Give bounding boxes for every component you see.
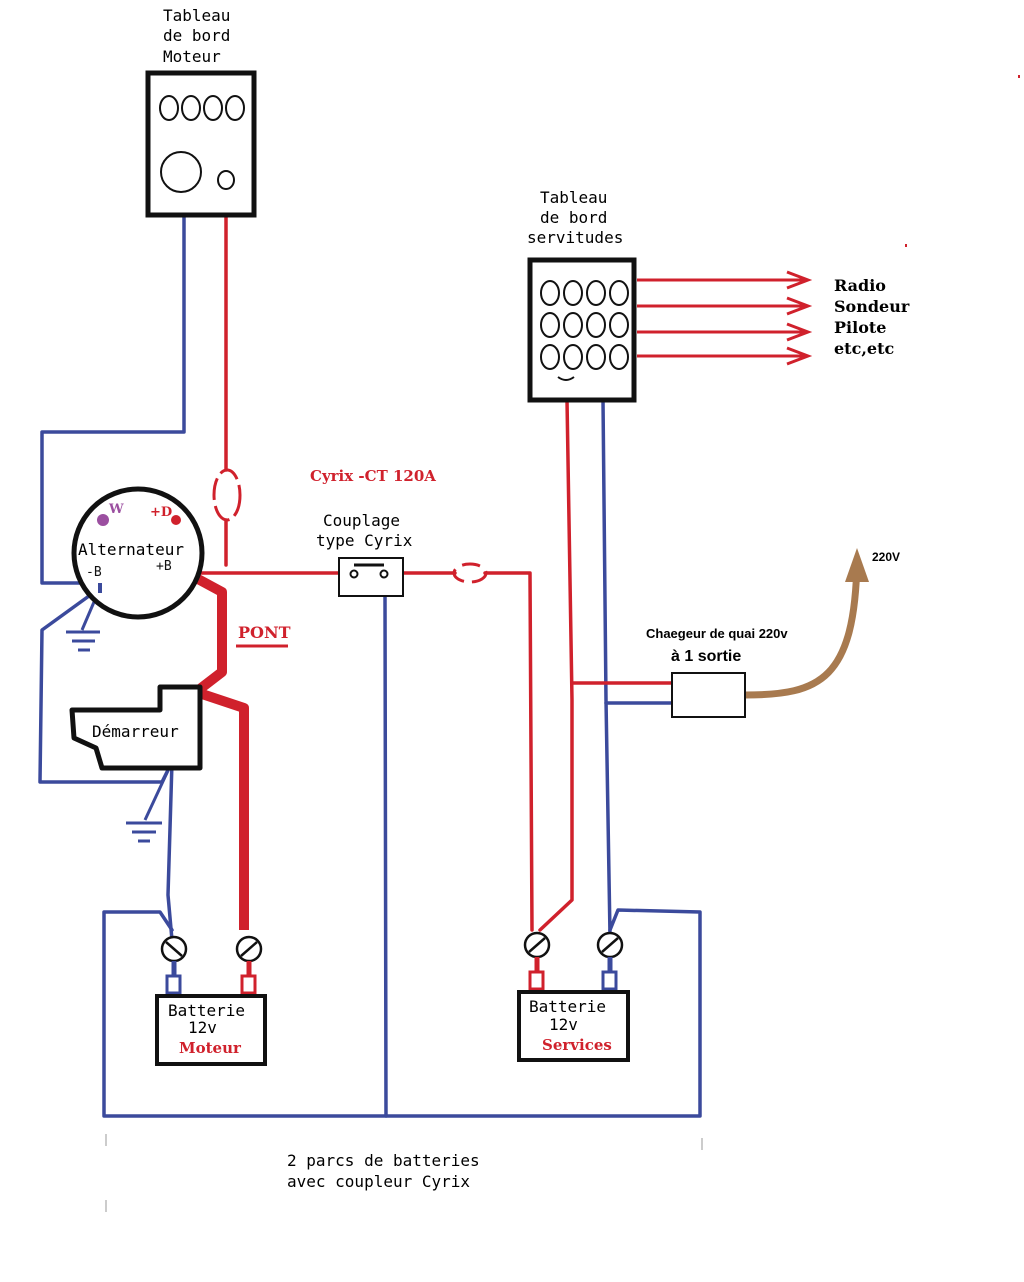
caption-line-1: 2 parcs de batteries — [287, 1151, 480, 1170]
engine-dash-label-3: Moteur — [163, 47, 221, 66]
services-dash-label-3: servitudes — [527, 228, 623, 247]
starter-ground-symbol — [126, 761, 174, 843]
plus-d-terminal — [171, 515, 181, 525]
engine-dash-label-1: Tableau — [163, 6, 230, 25]
load-etc: etc,etc — [834, 339, 894, 358]
engine-battery-positive-terminal — [235, 935, 263, 995]
alt-plus-b-label: +B — [156, 559, 172, 574]
load-sondeur: Sondeur — [834, 297, 910, 316]
alternator-label: Alternateur — [78, 540, 184, 559]
starter — [69, 684, 203, 771]
mains-cable — [744, 559, 861, 699]
charger-label-1: Chaegeur de quai 220v — [646, 626, 788, 641]
services-dashboard — [527, 257, 637, 403]
charger-label-2: à 1 sortie — [671, 648, 741, 665]
services-battery-label-1: Batterie — [529, 997, 606, 1016]
load-pilote: Pilote — [834, 318, 886, 337]
coupler-label-2: type Cyrix — [316, 531, 413, 550]
engine-battery — [155, 994, 267, 1066]
cyrix-ref-label: Cyrix -CT 120A — [310, 467, 436, 485]
w-terminal — [97, 514, 109, 526]
load-arrows — [637, 270, 813, 366]
pont-label: PONT — [238, 623, 291, 642]
coupler-label-1: Couplage — [323, 511, 400, 530]
engine-dash-label-2: de bord — [163, 26, 230, 45]
services-battery-label-3: Services — [542, 1036, 612, 1054]
starter-label: Démarreur — [92, 722, 179, 741]
engine-battery-label-1: Batterie — [168, 1001, 245, 1020]
engine-dashboard — [145, 70, 257, 218]
alternator — [71, 486, 205, 620]
stray-marks — [105, 1134, 703, 1212]
positive-wiring — [174, 213, 674, 932]
services-battery-negative-terminal — [596, 931, 624, 991]
caption-line-2: avec coupleur Cyrix — [287, 1172, 470, 1191]
services-battery — [517, 990, 630, 1062]
load-radio: Radio — [834, 276, 886, 295]
mains-arrow-icon — [845, 548, 869, 582]
engine-battery-label-3: Moteur — [179, 1039, 242, 1057]
fuse-coupler — [452, 562, 488, 584]
engine-battery-negative-terminal — [160, 935, 188, 995]
alt-w-label: W — [108, 502, 124, 517]
services-battery-label-2: 12v — [549, 1015, 578, 1034]
services-dash-label-2: de bord — [540, 208, 607, 227]
pont-bridge-cable — [182, 567, 249, 930]
services-dash-label-1: Tableau — [540, 188, 607, 207]
engine-battery-label-2: 12v — [188, 1018, 217, 1037]
fuse-engine-dash — [212, 468, 242, 522]
cyrix-coupler — [338, 557, 404, 597]
alt-plus-d-label: +D — [150, 505, 172, 520]
services-battery-positive-terminal — [523, 931, 551, 991]
negative-wiring — [38, 213, 702, 1118]
stray-red-dots — [905, 75, 1020, 247]
shore-charger — [671, 672, 746, 718]
mains-label: 220V — [872, 550, 900, 564]
alt-minus-b-label: -B — [86, 565, 102, 580]
